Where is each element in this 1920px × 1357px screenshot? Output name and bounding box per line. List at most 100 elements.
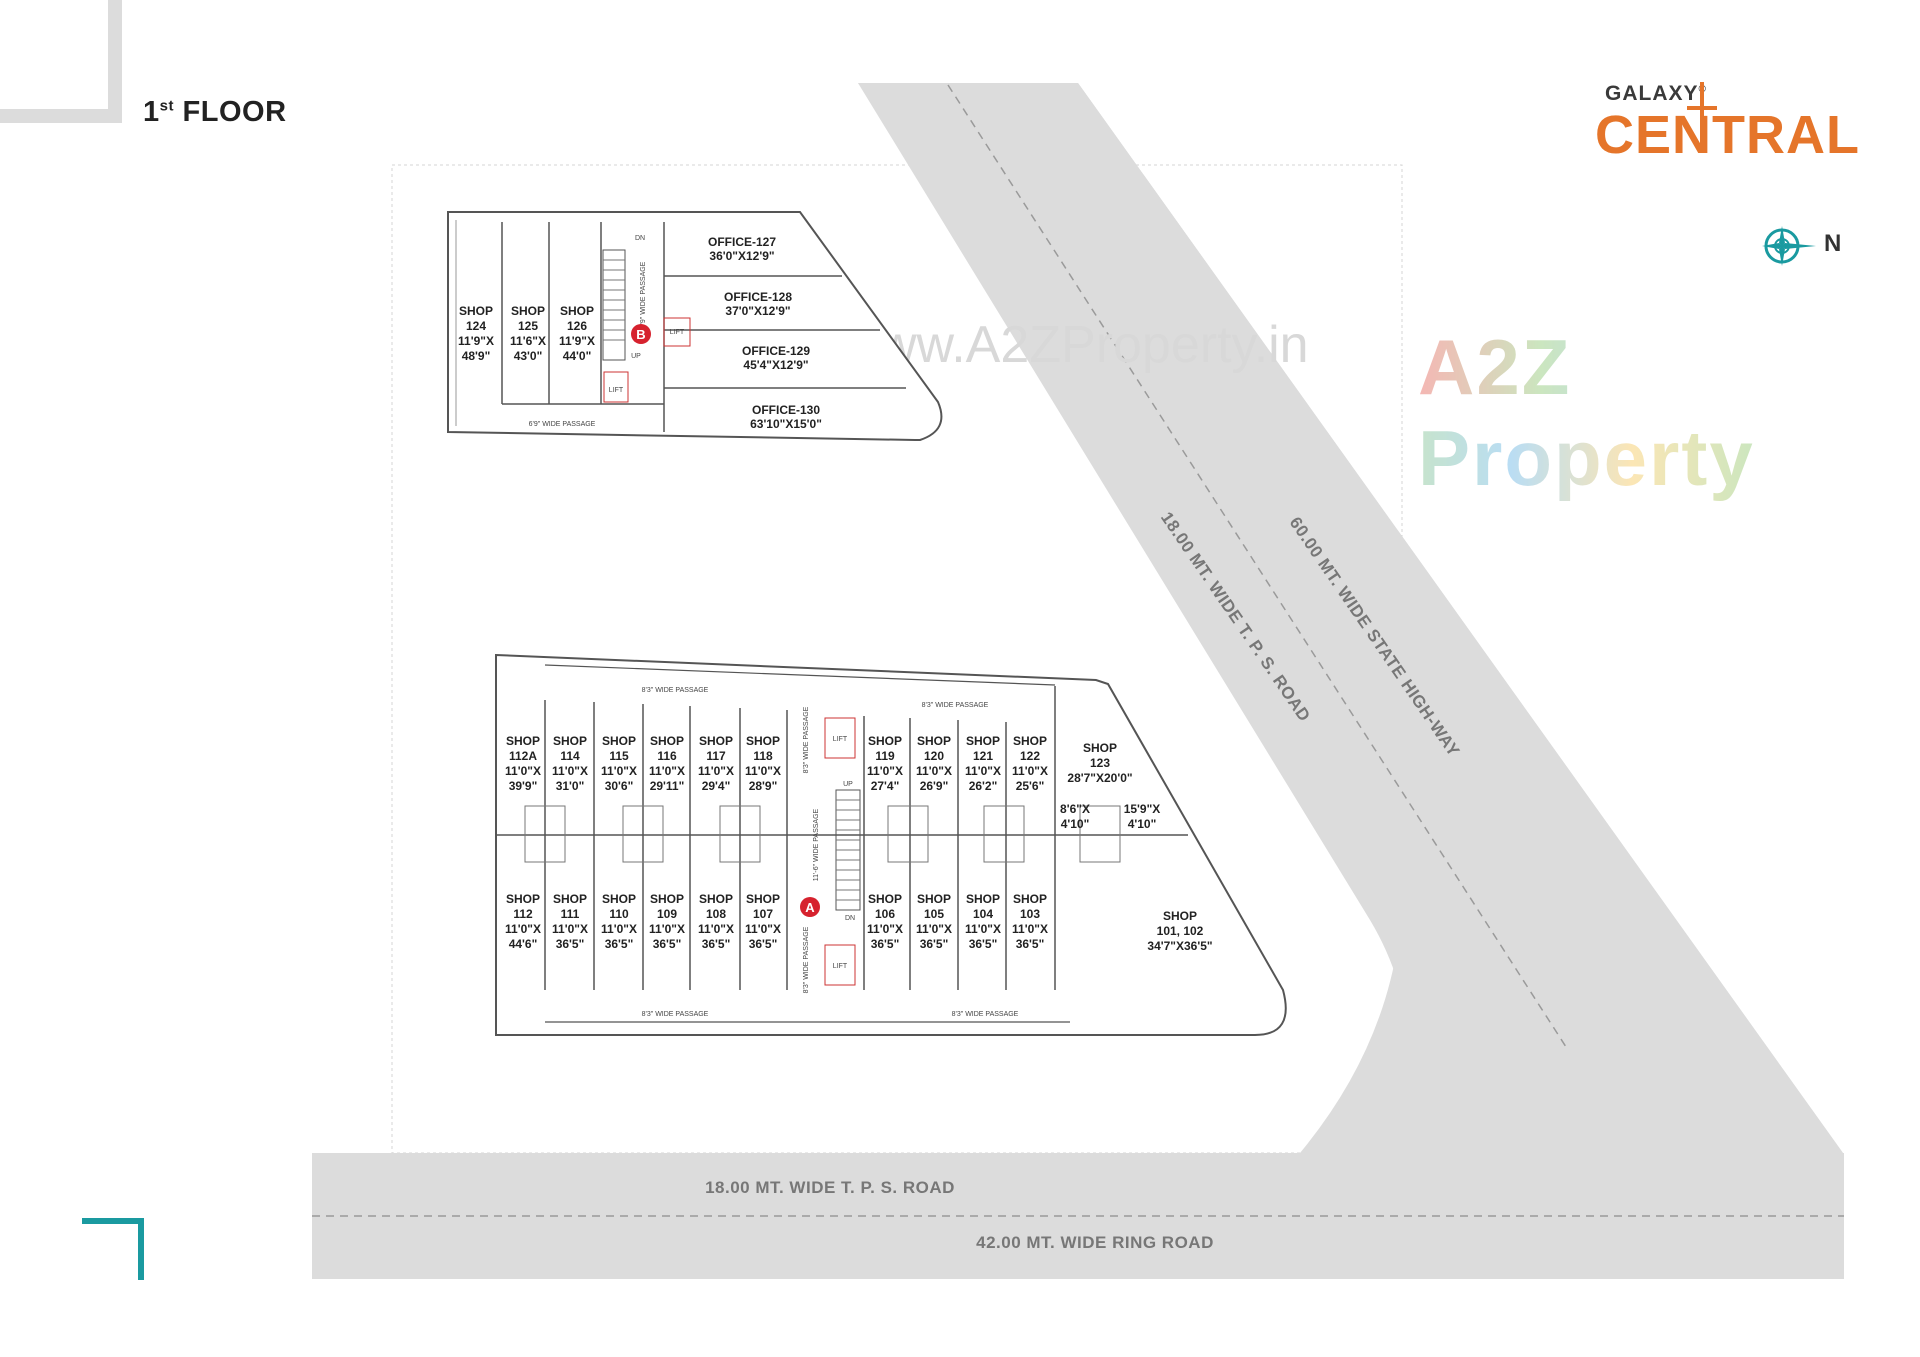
shop-114-d: 31'0" (556, 779, 585, 793)
road-label-tps-bottom: 18.00 MT. WIDE T. P. S. ROAD (705, 1178, 955, 1197)
shop-126[interactable]: SHOP 126 11'9"X 44'0" (559, 304, 595, 363)
wing-a-staircase (835, 789, 861, 911)
shop-110-name: SHOP (602, 892, 636, 906)
passage-v-top: 8'3" WIDE PASSAGE (803, 706, 810, 773)
shop-105-name: SHOP (917, 892, 951, 906)
shop-124-name: SHOP (459, 304, 493, 318)
shop-126-name: SHOP (560, 304, 594, 318)
shop-115-no: 115 (609, 749, 629, 763)
shop-109-d: 36'5" (653, 937, 682, 951)
wing-b-lift-right (663, 317, 691, 347)
shop-111-name: SHOP (553, 892, 587, 906)
shop-116-w: 11'0"X (649, 764, 685, 778)
shop-103-no: 103 (1020, 907, 1040, 921)
shop-101-size: 34'7"X36'5" (1147, 939, 1212, 953)
passage-bottom-right: 8'3" WIDE PASSAGE (952, 1011, 1019, 1018)
shop-109-no: 109 (657, 907, 677, 921)
shop-104-w: 11'0"X (965, 922, 1001, 936)
shop-103-w: 11'0"X (1012, 922, 1048, 936)
office-128[interactable]: OFFICE-128 37'0"X12'9" (724, 290, 792, 318)
corner-frame-top-left (0, 0, 122, 123)
shop-124-width: 11'9"X (458, 334, 494, 348)
toilet-right-depth: 4'10" (1128, 817, 1157, 831)
shop-114-w: 11'0"X (552, 764, 588, 778)
shop-112a-name: SHOP (506, 734, 540, 748)
shop-110-w: 11'0"X (601, 922, 637, 936)
a2z-watermark-brand: A2Z Property (1418, 322, 1920, 504)
shop-105-w: 11'0"X (916, 922, 952, 936)
office-129[interactable]: OFFICE-129 45'4"X12'9" (742, 344, 810, 372)
shop-125-no: 125 (518, 319, 538, 333)
shop-125[interactable]: SHOP 125 11'6"X 43'0" (510, 304, 546, 363)
shop-126-depth: 44'0" (563, 349, 592, 363)
toilet-right-width: 15'9"X (1124, 802, 1161, 816)
shop-125-width: 11'6"X (510, 334, 546, 348)
shop-114-no: 114 (560, 749, 580, 763)
shop-112-name: SHOP (506, 892, 540, 906)
shop-112-no: 112 (513, 907, 533, 921)
shop-110-d: 36'5" (605, 937, 634, 951)
logo-top-word: GALAXY (1605, 82, 1699, 105)
shop-123[interactable]: SHOP 123 28'7"X20'0" (1067, 741, 1132, 785)
shop-121-d: 26'2" (969, 779, 998, 793)
shop-112-d: 44'6" (509, 937, 538, 951)
shop-117-w: 11'0"X (698, 764, 734, 778)
shop-112a-d: 39'9" (509, 779, 538, 793)
shop-123-name: SHOP (1083, 741, 1117, 755)
shop-115-d: 30'6" (605, 779, 634, 793)
shop-122-w: 11'0"X (1012, 764, 1048, 778)
shop-118-name: SHOP (746, 734, 780, 748)
shop-116-name: SHOP (650, 734, 684, 748)
shop-126-width: 11'9"X (559, 334, 595, 348)
office-130[interactable]: OFFICE-130 63'10"X15'0" (750, 403, 822, 431)
shop-115-name: SHOP (602, 734, 636, 748)
shop-124[interactable]: SHOP 124 11'9"X 48'9" (458, 304, 494, 363)
shop-121-no: 121 (973, 749, 993, 763)
shop-106-name: SHOP (868, 892, 902, 906)
wing-b-lift-left (603, 371, 629, 403)
logo-plus-icon (1687, 82, 1717, 150)
office-127-name: OFFICE-127 (708, 235, 776, 249)
wing-a-marker-label: A (805, 900, 815, 915)
shop-101-102[interactable]: SHOP 101, 102 34'7"X36'5" (1147, 909, 1212, 953)
wing-a-outline (495, 653, 1287, 1036)
wing-a-lift-bottom-label: LIFT (833, 963, 848, 970)
shop-123-no: 123 (1090, 756, 1110, 770)
toilet-left-depth: 4'10" (1061, 817, 1090, 831)
floor-number: 1 (143, 96, 160, 128)
shop-107-w: 11'0"X (745, 922, 781, 936)
wing-a-dn-label: DN (845, 915, 855, 922)
shop-122-no: 122 (1020, 749, 1040, 763)
shop-109-w: 11'0"X (649, 922, 685, 936)
shop-117-no: 117 (706, 749, 726, 763)
toilet-left: 8'6"X 4'10" (1060, 802, 1090, 831)
shop-111-d: 36'5" (556, 937, 585, 951)
wing-a-lift-bottom (824, 944, 856, 986)
shop-106-no: 106 (875, 907, 895, 921)
shop-109-name: SHOP (650, 892, 684, 906)
wing-b-outline (447, 211, 943, 441)
office-127[interactable]: OFFICE-127 36'0"X12'9" (708, 235, 776, 263)
shop-105-d: 36'5" (920, 937, 949, 951)
